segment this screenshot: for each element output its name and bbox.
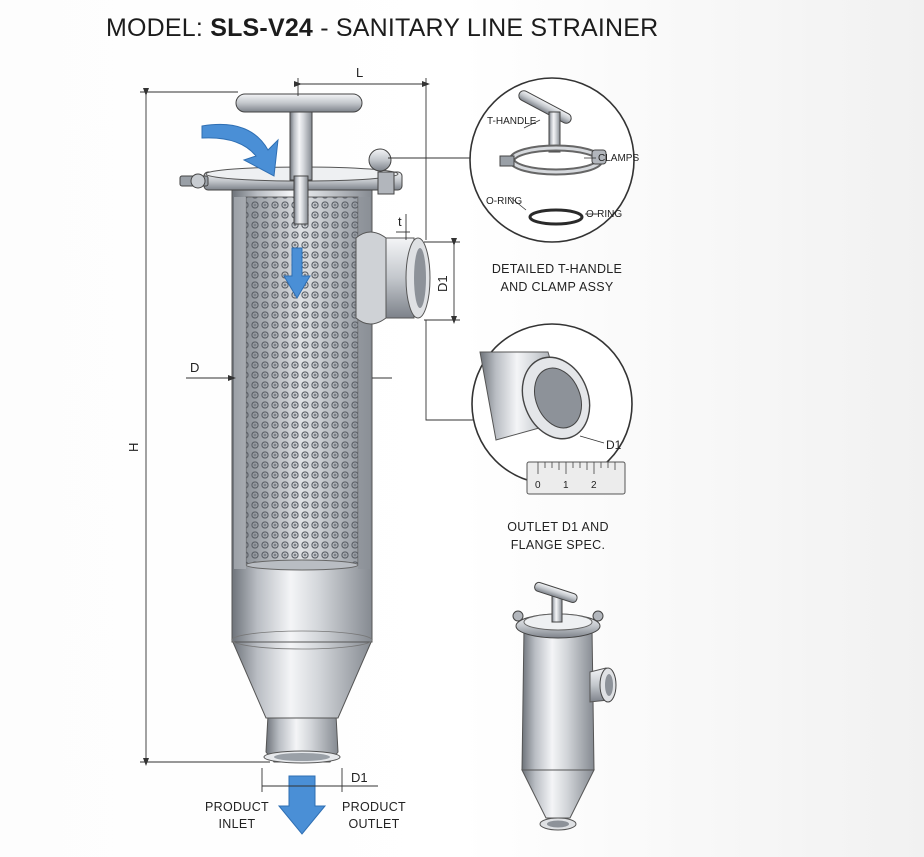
- outlet-d1-label: D1: [606, 438, 622, 452]
- t-handle-label: T-HANDLE: [487, 116, 537, 127]
- dim-diameter-label: D: [190, 360, 199, 375]
- isometric-view: [512, 581, 617, 831]
- dimension-lines: [140, 78, 478, 792]
- o-ring-left-label: O-RING: [486, 196, 522, 207]
- outlet-detail: [471, 323, 633, 495]
- outlet-label-line1: PRODUCT: [342, 800, 406, 814]
- outlet-caption-line1: OUTLET D1 AND: [507, 520, 609, 534]
- inlet-label-line2: INLET: [219, 817, 256, 831]
- down-arrow-icon: [283, 247, 311, 299]
- o-ring-right-label: O-RING: [586, 209, 622, 220]
- ruler-tick-2: 2: [591, 480, 597, 491]
- ruler-tick-1: 1: [563, 480, 569, 491]
- ruler-tick-0: 0: [535, 480, 541, 491]
- strainer-body: [179, 93, 431, 764]
- dim-length-label: L: [356, 65, 363, 80]
- bottom-outlet-arrow-icon: [277, 775, 327, 835]
- dim-bottom-diameter-label: D1: [351, 770, 368, 785]
- clamps-label: CLAMPS: [598, 153, 639, 164]
- flow-arrows: [201, 123, 327, 835]
- dim-flange-thickness-label: t: [398, 214, 402, 229]
- title-suffix: - SANITARY LINE STRAINER: [313, 14, 659, 42]
- title-model: SLS-V24: [210, 14, 314, 42]
- handle-detail: [469, 77, 635, 243]
- handle-caption-line2: AND CLAMP ASSY: [500, 280, 613, 294]
- dim-height-label: H: [126, 443, 141, 452]
- handle-caption-line1: DETAILED T-HANDLE: [492, 262, 622, 276]
- outlet-caption-line2: FLANGE SPEC.: [511, 538, 606, 552]
- page-title: MODEL: SLS-V24 - SANITARY LINE STRAINER: [106, 14, 658, 43]
- title-prefix: MODEL:: [106, 14, 211, 42]
- outlet-label-line2: OUTLET: [348, 817, 399, 831]
- inlet-label-line1: PRODUCT: [205, 800, 269, 814]
- top-inlet-arrow-icon: [201, 123, 279, 177]
- dim-outlet-diameter-label: D1: [435, 275, 450, 292]
